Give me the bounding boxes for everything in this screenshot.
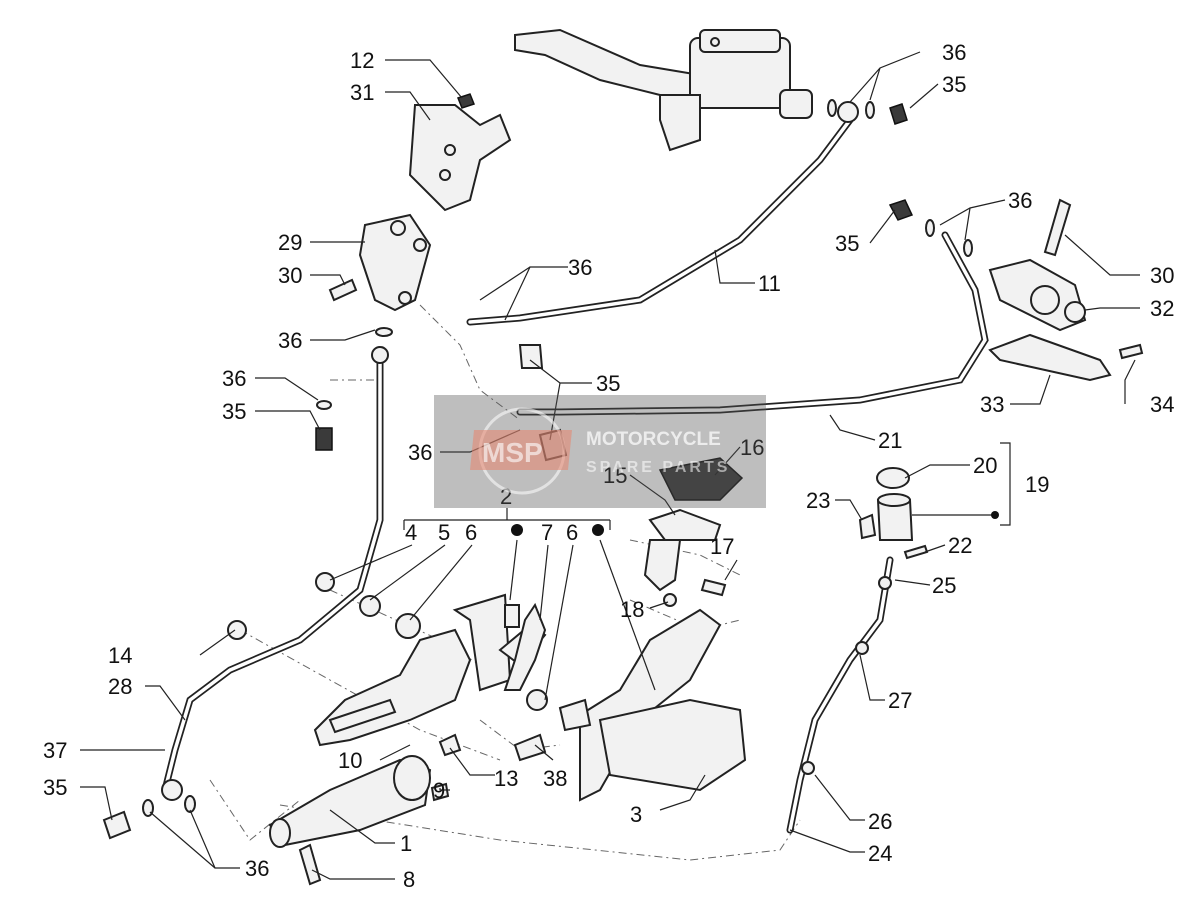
brake-hoses [161,116,989,834]
brake-pedal-assembly [313,457,747,802]
callout-35-left: 35 [222,399,246,424]
rear-brake-caliper [888,198,1144,382]
callout-10: 10 [338,748,362,773]
watermark-logo-badge [470,430,572,470]
watermark: MSP MOTORCYCLE SPARE PARTS [434,395,766,508]
handlebar-master-cylinder [514,28,813,152]
callout-11: 11 [758,271,781,296]
callout-36-center: 36 [568,255,592,280]
callout-4: 4 [405,520,417,545]
callout-23: 23 [806,488,830,513]
callout-3: 3 [630,802,642,827]
callout-8: 8 [403,867,415,892]
callout-12: 12 [350,48,374,73]
callout-33: 33 [980,392,1004,417]
spring-and-bushings [227,572,548,711]
callout-20: 20 [973,453,997,478]
callout-31: 31 [350,80,374,105]
callout-9: 9 [433,778,445,803]
callout-5: 5 [438,520,450,545]
callout-21: 21 [878,428,902,453]
rear-master-cylinder [268,733,547,886]
callout-35-caliper: 35 [835,231,859,256]
callout-dot [991,511,999,519]
callout-38: 38 [543,766,567,791]
callout-35-top-right: 35 [942,72,966,97]
callout-27: 27 [888,688,912,713]
callout-6-left: 6 [465,520,477,545]
callout-37: 37 [43,738,67,763]
watermark-line1: MOTORCYCLE [586,429,721,450]
callout-36-distributor: 36 [278,328,302,353]
callout-24: 24 [868,841,892,866]
callout-36-top-right: 36 [942,40,966,65]
callout-36-caliper: 36 [1008,188,1032,213]
callout-13: 13 [494,766,518,791]
callout-32: 32 [1150,296,1174,321]
callout-1: 1 [400,831,412,856]
watermark-logo-text: MSP [482,437,543,468]
brake-fluid-reservoir [801,467,929,775]
callout-36-middle: 36 [408,440,432,465]
callout-25: 25 [932,573,956,598]
callout-30-right: 30 [1150,263,1174,288]
callout-29: 29 [278,230,302,255]
callout-15: 15 [603,463,627,488]
callout-labels: 1 2 3 4 5 6 7 6 8 9 10 11 12 13 14 15 16… [43,40,1174,892]
watermark-line2: SPARE PARTS [586,459,730,476]
callout-26: 26 [868,809,892,834]
callout-30-left: 30 [278,263,302,288]
callout-dot [592,524,604,536]
callout-22: 22 [948,533,972,558]
callout-7: 7 [541,520,553,545]
callout-19: 19 [1025,472,1049,497]
brake-distributor [328,213,432,312]
callout-14: 14 [108,643,132,668]
callout-6-right: 6 [566,520,578,545]
callout-36-bottom: 36 [245,856,269,881]
mounting-bracket [408,93,512,212]
callout-16: 16 [740,435,764,460]
callout-35-center: 35 [596,371,620,396]
callout-leader-lines [80,51,1140,880]
callout-17: 17 [710,534,734,559]
callout-35-bottom: 35 [43,775,67,800]
callout-18: 18 [620,597,644,622]
callout-36-left: 36 [222,366,246,391]
callout-34: 34 [1150,392,1174,417]
callout-dot [511,524,523,536]
callout-28: 28 [108,674,132,699]
